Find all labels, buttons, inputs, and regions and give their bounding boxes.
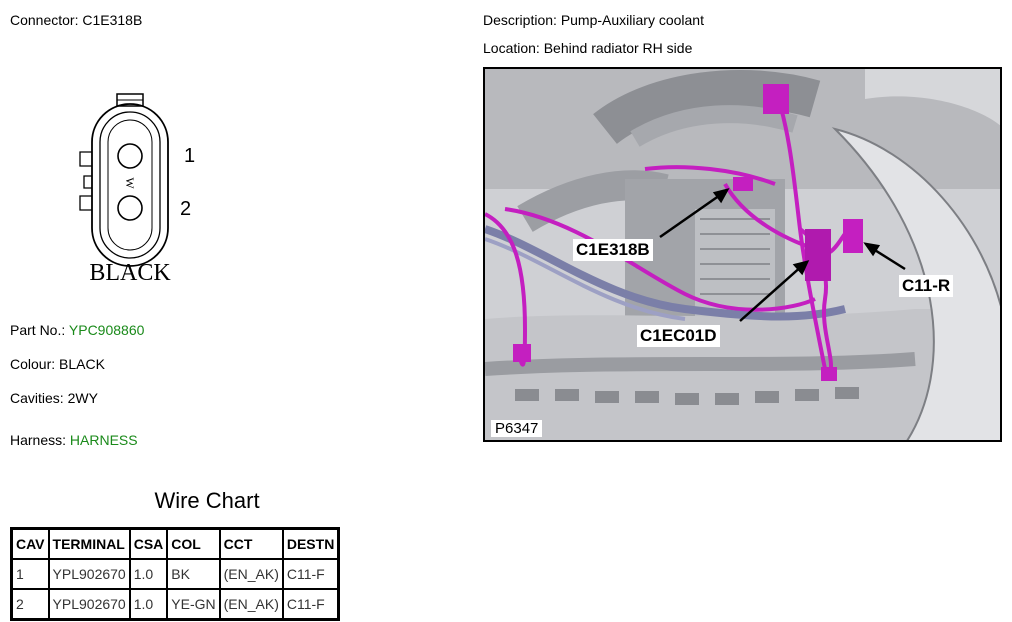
col-destn: DESTN (281, 527, 340, 560)
callout-c1ec01d: C1EC01D (637, 325, 720, 347)
description-line: Description: Pump-Auxiliary coolant (483, 12, 704, 28)
connector-colour-text: BLACK (89, 260, 171, 286)
connector-face-diagram: W 1 2 BLACK (70, 90, 220, 290)
cell-terminal: YPL902670 (47, 558, 131, 590)
cell-destn: C11-F (281, 558, 340, 590)
cell-col: YE-GN (166, 588, 221, 621)
location-value: Behind radiator RH side (543, 40, 693, 56)
callout-c1e318b: C1E318B (573, 239, 653, 261)
cavities-line: Cavities: 2WY (10, 390, 98, 406)
connector-id: C1E318B (82, 12, 143, 28)
wire-chart-header-row: CAV TERMINAL CSA COL CCT DESTN (10, 527, 340, 560)
cell-destn: C11-F (281, 588, 340, 621)
connector-c1e318b-mark (733, 177, 753, 191)
colour-value: BLACK (59, 356, 105, 372)
cell-col: BK (166, 558, 221, 590)
colour-line: Colour: BLACK (10, 356, 105, 372)
connector-c11r-mark (843, 219, 863, 253)
col-cav: CAV (10, 527, 50, 560)
connector-key-mark: W (123, 177, 137, 189)
connector-label: Connector: (10, 12, 79, 28)
connector-side-key (79, 151, 92, 167)
part-number-line: Part No.: YPC908860 (10, 322, 144, 338)
cell-cct: (EN_AK) (218, 558, 284, 590)
description-value: Pump-Auxiliary coolant (560, 12, 704, 28)
pin-1-cavity (117, 143, 143, 169)
location-photo: C1E318B C1EC01D C11-R P6347 (483, 67, 1002, 442)
pin-2-cavity (117, 195, 143, 221)
cell-csa: 1.0 (128, 558, 169, 590)
cell-csa: 1.0 (128, 588, 169, 621)
cell-cav: 2 (10, 588, 50, 621)
location-label: Location: (483, 40, 540, 56)
location-photo-illustration (485, 69, 1000, 440)
connector-line: Connector: C1E318B (10, 12, 142, 28)
wire-chart-title: Wire Chart (154, 488, 260, 513)
table-row: 2 YPL902670 1.0 YE-GN (EN_AK) C11-F (10, 588, 340, 621)
cavities-label: Cavities: (10, 390, 64, 406)
col-csa: CSA (128, 527, 169, 560)
cell-terminal: YPL902670 (47, 588, 131, 621)
cell-cav: 1 (10, 558, 50, 590)
harness-line: Harness: HARNESS (10, 432, 138, 448)
harness-label: Harness: (10, 432, 67, 448)
wire-chart-table: CAV TERMINAL CSA COL CCT DESTN 1 YPL9026… (10, 527, 341, 621)
connector-face-svg: W 1 2 BLACK (79, 93, 195, 286)
cell-cct: (EN_AK) (218, 588, 284, 621)
connector-housing-outer (91, 103, 169, 267)
figure-id: P6347 (491, 420, 543, 437)
cavities-value: 2WY (67, 390, 98, 406)
pin-label-2: 2 (180, 198, 191, 220)
connector-cavity-frame (107, 119, 153, 251)
col-terminal: TERMINAL (47, 527, 131, 560)
part-number-value[interactable]: YPC908860 (68, 322, 145, 338)
location-line: Location: Behind radiator RH side (483, 40, 692, 56)
col-col: COL (166, 527, 221, 560)
description-label: Description: (483, 12, 557, 28)
col-cct: CCT (218, 527, 284, 560)
pin-label-1: 1 (184, 145, 195, 167)
connector-c1ec01d-mark (805, 229, 831, 281)
connector-side-key (83, 175, 92, 189)
part-number-label: Part No.: (10, 322, 66, 338)
connector-housing-inner (99, 111, 161, 259)
harness-value[interactable]: HARNESS (69, 432, 138, 448)
colour-label: Colour: (10, 356, 56, 372)
connector-side-key (79, 195, 92, 211)
table-row: 1 YPL902670 1.0 BK (EN_AK) C11-F (10, 558, 340, 590)
callout-c11r: C11-R (899, 275, 954, 297)
